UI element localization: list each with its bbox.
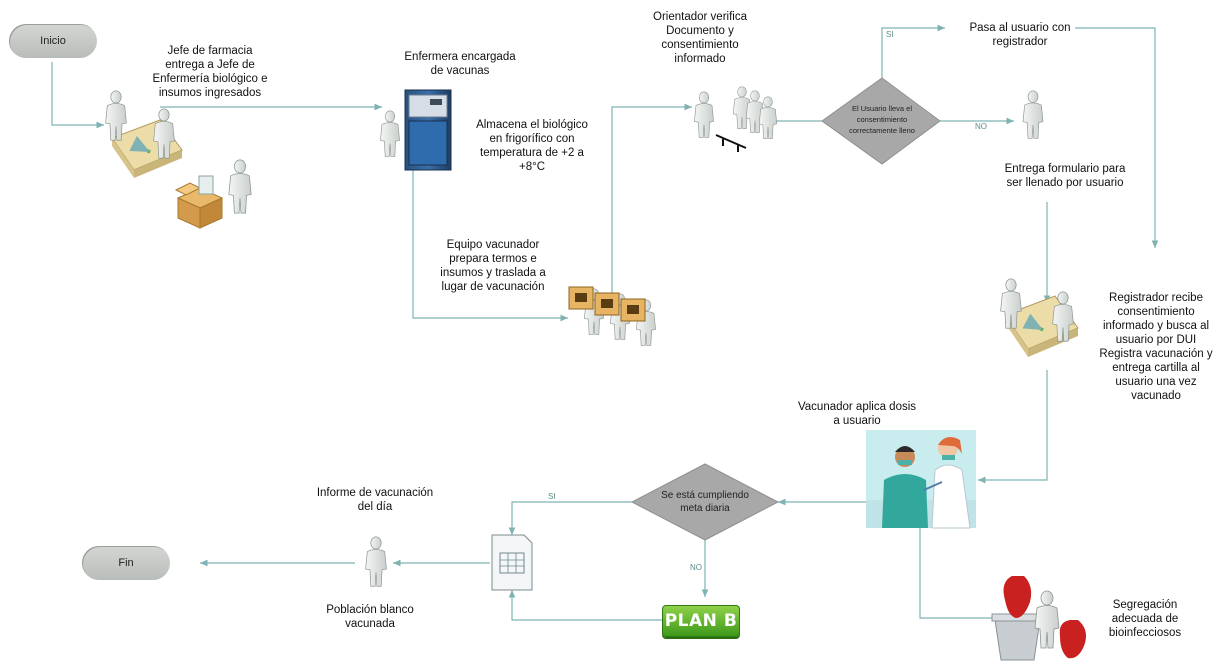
enfermera-scene [379, 89, 452, 171]
edge-registrador-vacunador [978, 370, 1048, 484]
terminal-fin: Fin [82, 546, 170, 580]
plan-b-badge: PLAN B [662, 605, 740, 637]
edge-meta-si [508, 501, 632, 535]
person-icon [1034, 590, 1060, 649]
person-icon [228, 159, 252, 214]
box-scene [174, 159, 252, 229]
orientador-scene [693, 86, 778, 152]
decision-meta [630, 463, 780, 541]
person-icon [1022, 90, 1044, 139]
edge-pasa-registrador [1075, 27, 1159, 248]
edge-label-si-1: SI [886, 30, 894, 39]
edge-inicio-jefe [51, 62, 104, 129]
desk-scene-jefe [105, 90, 183, 178]
thermal-box-icon [568, 286, 646, 322]
equipo-vacunador-scene [568, 286, 657, 346]
connectors [51, 24, 1159, 622]
edge-label-si-2: SI [548, 492, 556, 501]
edge-equipo-orientador [611, 103, 692, 300]
edge-decision-si [881, 24, 945, 78]
edge-vacunador-segregacion [919, 528, 1000, 622]
vaccination-illustration [866, 430, 976, 529]
person-icon [105, 90, 127, 141]
desk-scene-registrador [1000, 278, 1079, 357]
edge-label-no-1: NO [975, 122, 987, 131]
document-icon [491, 534, 533, 591]
biohazard-bag-icon [1059, 620, 1086, 659]
edge-enfermera-equipo [412, 170, 568, 322]
decision-consentimiento [821, 77, 941, 165]
segregation-scene [991, 576, 1086, 661]
terminal-inicio: Inicio [9, 24, 97, 58]
person-icon [693, 91, 715, 138]
biohazard-bag-icon [1003, 576, 1032, 618]
edge-planb-document [508, 590, 662, 621]
edge-label-no-2: NO [690, 563, 702, 572]
person-icon [379, 110, 401, 157]
person-icon [365, 536, 387, 587]
